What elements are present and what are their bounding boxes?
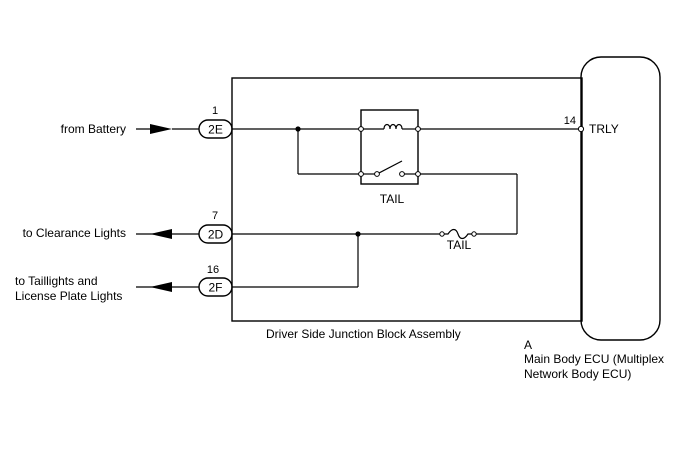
pin-number: 7 bbox=[212, 210, 218, 222]
junction-dot bbox=[295, 126, 301, 132]
to-clearance-label: to Clearance Lights bbox=[23, 226, 126, 240]
ecu-code: A bbox=[524, 338, 532, 352]
ecu-terminal-icon bbox=[577, 125, 585, 133]
connector-2d: 2D 7 bbox=[198, 210, 233, 244]
svg-text:2D: 2D bbox=[208, 228, 224, 242]
battery-arrow-icon bbox=[136, 124, 199, 134]
to-taillights-label-1: to Taillights and bbox=[15, 274, 98, 288]
ecu-pin-number: 14 bbox=[564, 115, 576, 127]
pin-number: 16 bbox=[207, 264, 219, 276]
ecu-name-line1: Main Body ECU (Multiplex bbox=[524, 352, 664, 366]
junction-block-label: Driver Side Junction Block Assembly bbox=[266, 327, 461, 341]
relay-caption: TAIL bbox=[380, 192, 405, 206]
from-battery-label: from Battery bbox=[61, 122, 126, 136]
relay-box bbox=[360, 109, 419, 185]
clearance-arrow-icon bbox=[136, 229, 199, 239]
relay-coil-icon bbox=[383, 123, 403, 130]
pin-number: 1 bbox=[212, 105, 218, 117]
fuse-label: TAIL bbox=[447, 238, 472, 252]
ecu-name-line2: Network Body ECU) bbox=[524, 367, 631, 381]
junction-block-box bbox=[231, 77, 583, 322]
to-taillights-label-2: License Plate Lights bbox=[15, 289, 122, 303]
wires bbox=[232, 128, 580, 288]
svg-text:2E: 2E bbox=[208, 123, 223, 137]
connector-2f: 2F 16 bbox=[198, 264, 233, 297]
svg-text:2F: 2F bbox=[208, 281, 222, 295]
junction-dot bbox=[355, 231, 361, 237]
ecu-terminal-label: TRLY bbox=[589, 122, 619, 136]
connector-2e: 2E 1 bbox=[198, 105, 233, 139]
fuse-icon bbox=[442, 228, 474, 240]
taillights-arrow-icon bbox=[136, 282, 199, 292]
ecu-box bbox=[580, 56, 661, 341]
